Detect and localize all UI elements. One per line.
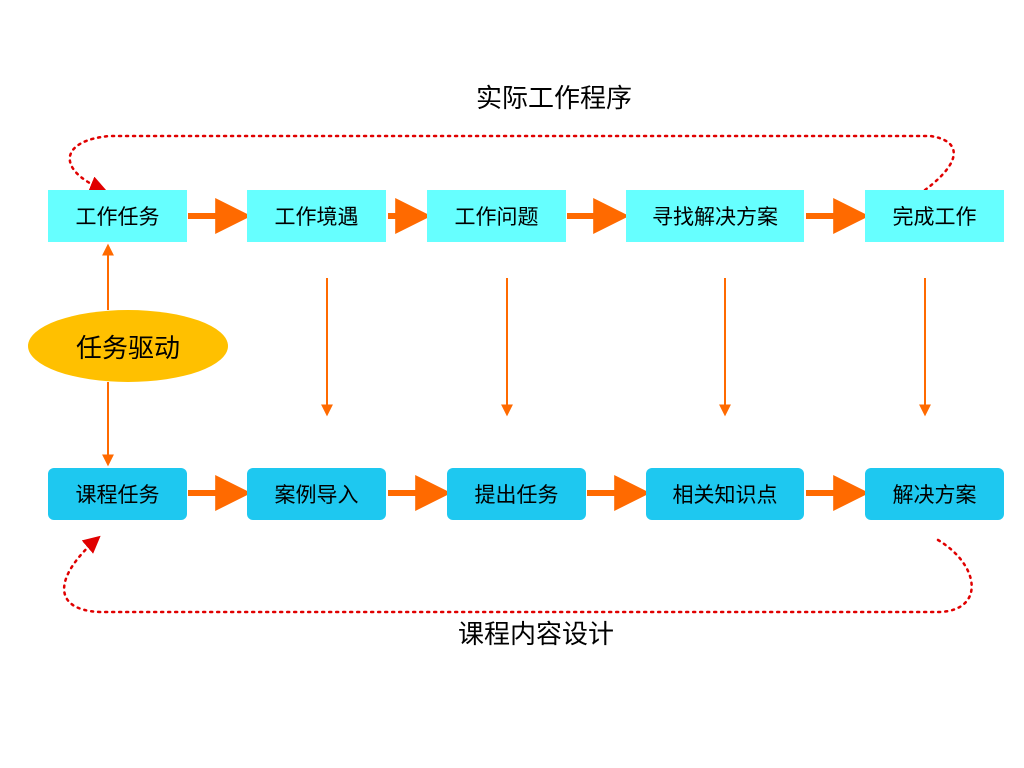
top-dotted-loop bbox=[68, 134, 955, 193]
work-step-1: 工作任务 bbox=[48, 190, 187, 242]
course-step-4: 相关知识点 bbox=[646, 468, 804, 520]
course-step-1: 课程任务 bbox=[48, 468, 187, 520]
course-step-2: 案例导入 bbox=[247, 468, 386, 520]
work-step-5: 完成工作 bbox=[865, 190, 1004, 242]
course-step-3: 提出任务 bbox=[447, 468, 586, 520]
top-label: 实际工作程序 bbox=[476, 84, 633, 114]
course-step-5: 解决方案 bbox=[865, 468, 1004, 520]
task-driven-ellipse: 任务驱动 bbox=[28, 310, 228, 382]
work-step-2: 工作境遇 bbox=[247, 190, 386, 242]
work-step-3: 工作问题 bbox=[427, 190, 566, 242]
bottom-label: 课程内容设计 bbox=[458, 620, 615, 650]
bottom-dotted-loop bbox=[62, 535, 973, 614]
work-step-4: 寻找解决方案 bbox=[626, 190, 804, 242]
